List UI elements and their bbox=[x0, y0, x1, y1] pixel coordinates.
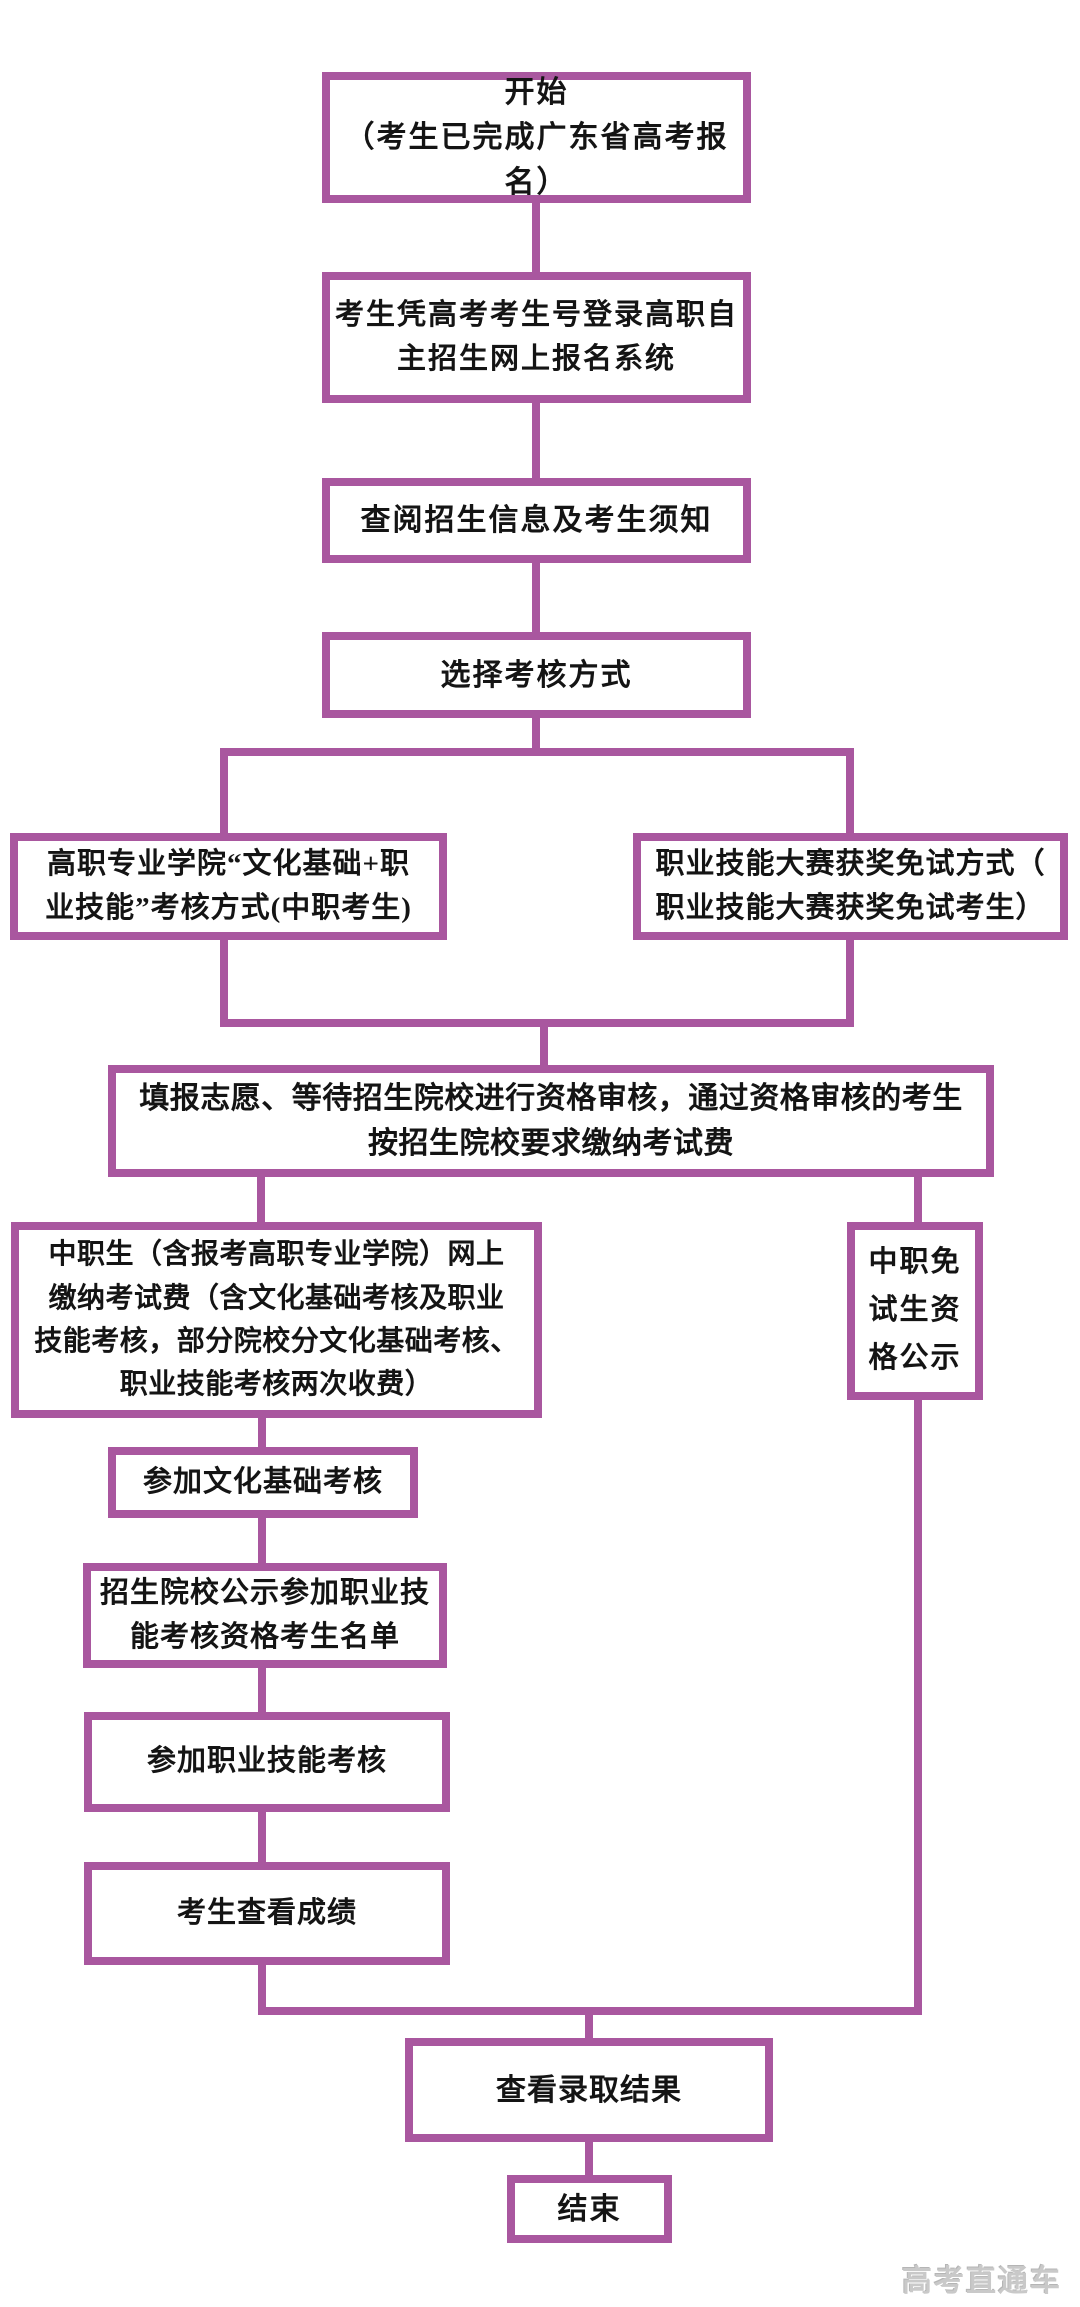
connector-split-horizontal bbox=[220, 748, 854, 756]
connector-apply-right-drop bbox=[914, 1177, 922, 1222]
connector-merge-center-drop bbox=[540, 1019, 548, 1065]
connector-start-login bbox=[532, 203, 540, 272]
connector-merge-horizontal bbox=[220, 1019, 854, 1027]
connector-score-bottom bbox=[258, 1965, 266, 2015]
node-login: 考生凭高考考生号登录高职自 主招生网上报名系统 bbox=[322, 272, 751, 403]
node-branch-contest-exempt: 职业技能大赛获奖免试方式（ 职业技能大赛获奖免试考生） bbox=[633, 833, 1068, 940]
node-review-info: 查阅招生信息及考生须知 bbox=[322, 478, 751, 563]
node-skill-exam: 参加职业技能考核 bbox=[84, 1712, 450, 1812]
connector-info-choose bbox=[532, 563, 540, 632]
node-choose-method: 选择考核方式 bbox=[322, 632, 751, 718]
connector-split-left-drop bbox=[220, 748, 228, 833]
connector-split-right-drop bbox=[846, 748, 854, 833]
node-skill-list: 招生院校公示参加职业技 能考核资格考生名单 bbox=[83, 1563, 447, 1668]
watermark-gaokao-zhitongche: 高考直通车 bbox=[902, 2265, 1062, 2298]
node-view-score: 考生查看成绩 bbox=[84, 1862, 450, 1965]
connector-branch-left-down bbox=[220, 940, 228, 1027]
connector-skill-score bbox=[258, 1812, 266, 1862]
connector-list-skill bbox=[258, 1668, 266, 1712]
connector-pay-culture bbox=[258, 1418, 266, 1447]
connector-bottom-center-drop bbox=[585, 2007, 593, 2038]
connector-culture-list bbox=[258, 1518, 266, 1563]
connector-choose-split bbox=[532, 718, 540, 754]
node-culture-exam: 参加文化基础考核 bbox=[108, 1447, 418, 1518]
connector-branch-right-down bbox=[846, 940, 854, 1027]
connector-apply-left-drop bbox=[257, 1177, 265, 1222]
node-apply-audit: 填报志愿、等待招生院校进行资格审核，通过资格审核的考生 按招生院校要求缴纳考试费 bbox=[108, 1065, 994, 1177]
connector-result-end bbox=[585, 2142, 593, 2175]
connector-exempt-down bbox=[914, 1400, 922, 2015]
node-branch-culture-skill: 高职专业学院“文化基础+职 业技能”考核方式(中职考生) bbox=[10, 833, 447, 940]
node-start: 开始 （考生已完成广东省高考报名） bbox=[322, 72, 751, 203]
node-view-result: 查看录取结果 bbox=[405, 2038, 773, 2142]
node-end: 结束 bbox=[507, 2175, 672, 2243]
node-pay-fee: 中职生（含报考高职专业学院）网上 缴纳考试费（含文化基础考核及职业 技能考核，部… bbox=[11, 1222, 542, 1418]
connector-login-info bbox=[532, 403, 540, 478]
node-exempt-publicity: 中职免 试生资 格公示 bbox=[847, 1222, 983, 1400]
